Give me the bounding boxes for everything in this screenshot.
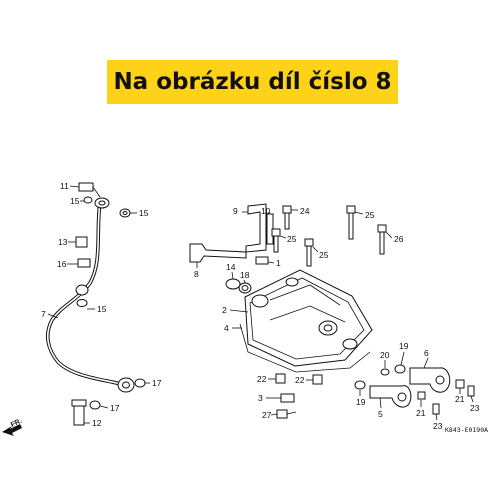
callout-6: 6	[424, 348, 429, 358]
callout-16: 16	[57, 259, 67, 269]
head-cover-assembly: 9 10 24 25 25 25 26 8 14 18 1 2 4 20 19 …	[189, 203, 480, 431]
oil-hose-assembly: 11 15 15 13 16 7 15 17 17 12	[41, 181, 162, 428]
direction-label: FR.	[10, 418, 23, 429]
callout-19a: 19	[399, 341, 409, 351]
drawing-code: K843-E0190A	[445, 426, 488, 434]
callout-24: 24	[300, 206, 310, 216]
callout-25c: 25	[319, 250, 329, 260]
callout-25a: 25	[287, 234, 297, 244]
callout-8: 8	[194, 269, 199, 279]
callout-17a: 17	[152, 378, 162, 388]
callout-2: 2	[222, 305, 227, 315]
callout-15a: 15	[70, 196, 80, 206]
callout-3: 3	[258, 393, 263, 403]
callout-22b: 22	[295, 375, 305, 385]
callout-15c: 15	[97, 304, 107, 314]
callout-21b: 21	[455, 394, 465, 404]
callout-26: 26	[394, 234, 404, 244]
callout-7: 7	[41, 309, 46, 319]
callout-18: 18	[240, 270, 250, 280]
banner-text: Na obrázku díl číslo 8	[113, 69, 392, 95]
callout-25b: 25	[365, 210, 375, 220]
callout-12: 12	[92, 418, 102, 428]
callout-14: 14	[226, 262, 236, 272]
callout-11: 11	[60, 181, 69, 191]
callout-21a: 21	[416, 408, 426, 418]
callout-20: 20	[380, 350, 390, 360]
callout-1: 1	[276, 258, 281, 268]
callout-23b: 23	[470, 403, 480, 413]
callout-23a: 23	[433, 421, 443, 431]
title-banner: Na obrázku díl číslo 8	[107, 60, 398, 104]
callout-4: 4	[224, 323, 229, 333]
callout-27: 27	[262, 410, 272, 420]
callout-13: 13	[58, 237, 68, 247]
callout-10: 10	[261, 206, 271, 216]
callout-19b: 19	[356, 397, 366, 407]
callout-9: 9	[233, 206, 238, 216]
callout-22a: 22	[257, 374, 267, 384]
front-direction-arrow: FR.	[2, 418, 23, 436]
callout-5: 5	[378, 409, 383, 419]
callout-17b: 17	[110, 403, 120, 413]
callout-15b: 15	[139, 208, 149, 218]
